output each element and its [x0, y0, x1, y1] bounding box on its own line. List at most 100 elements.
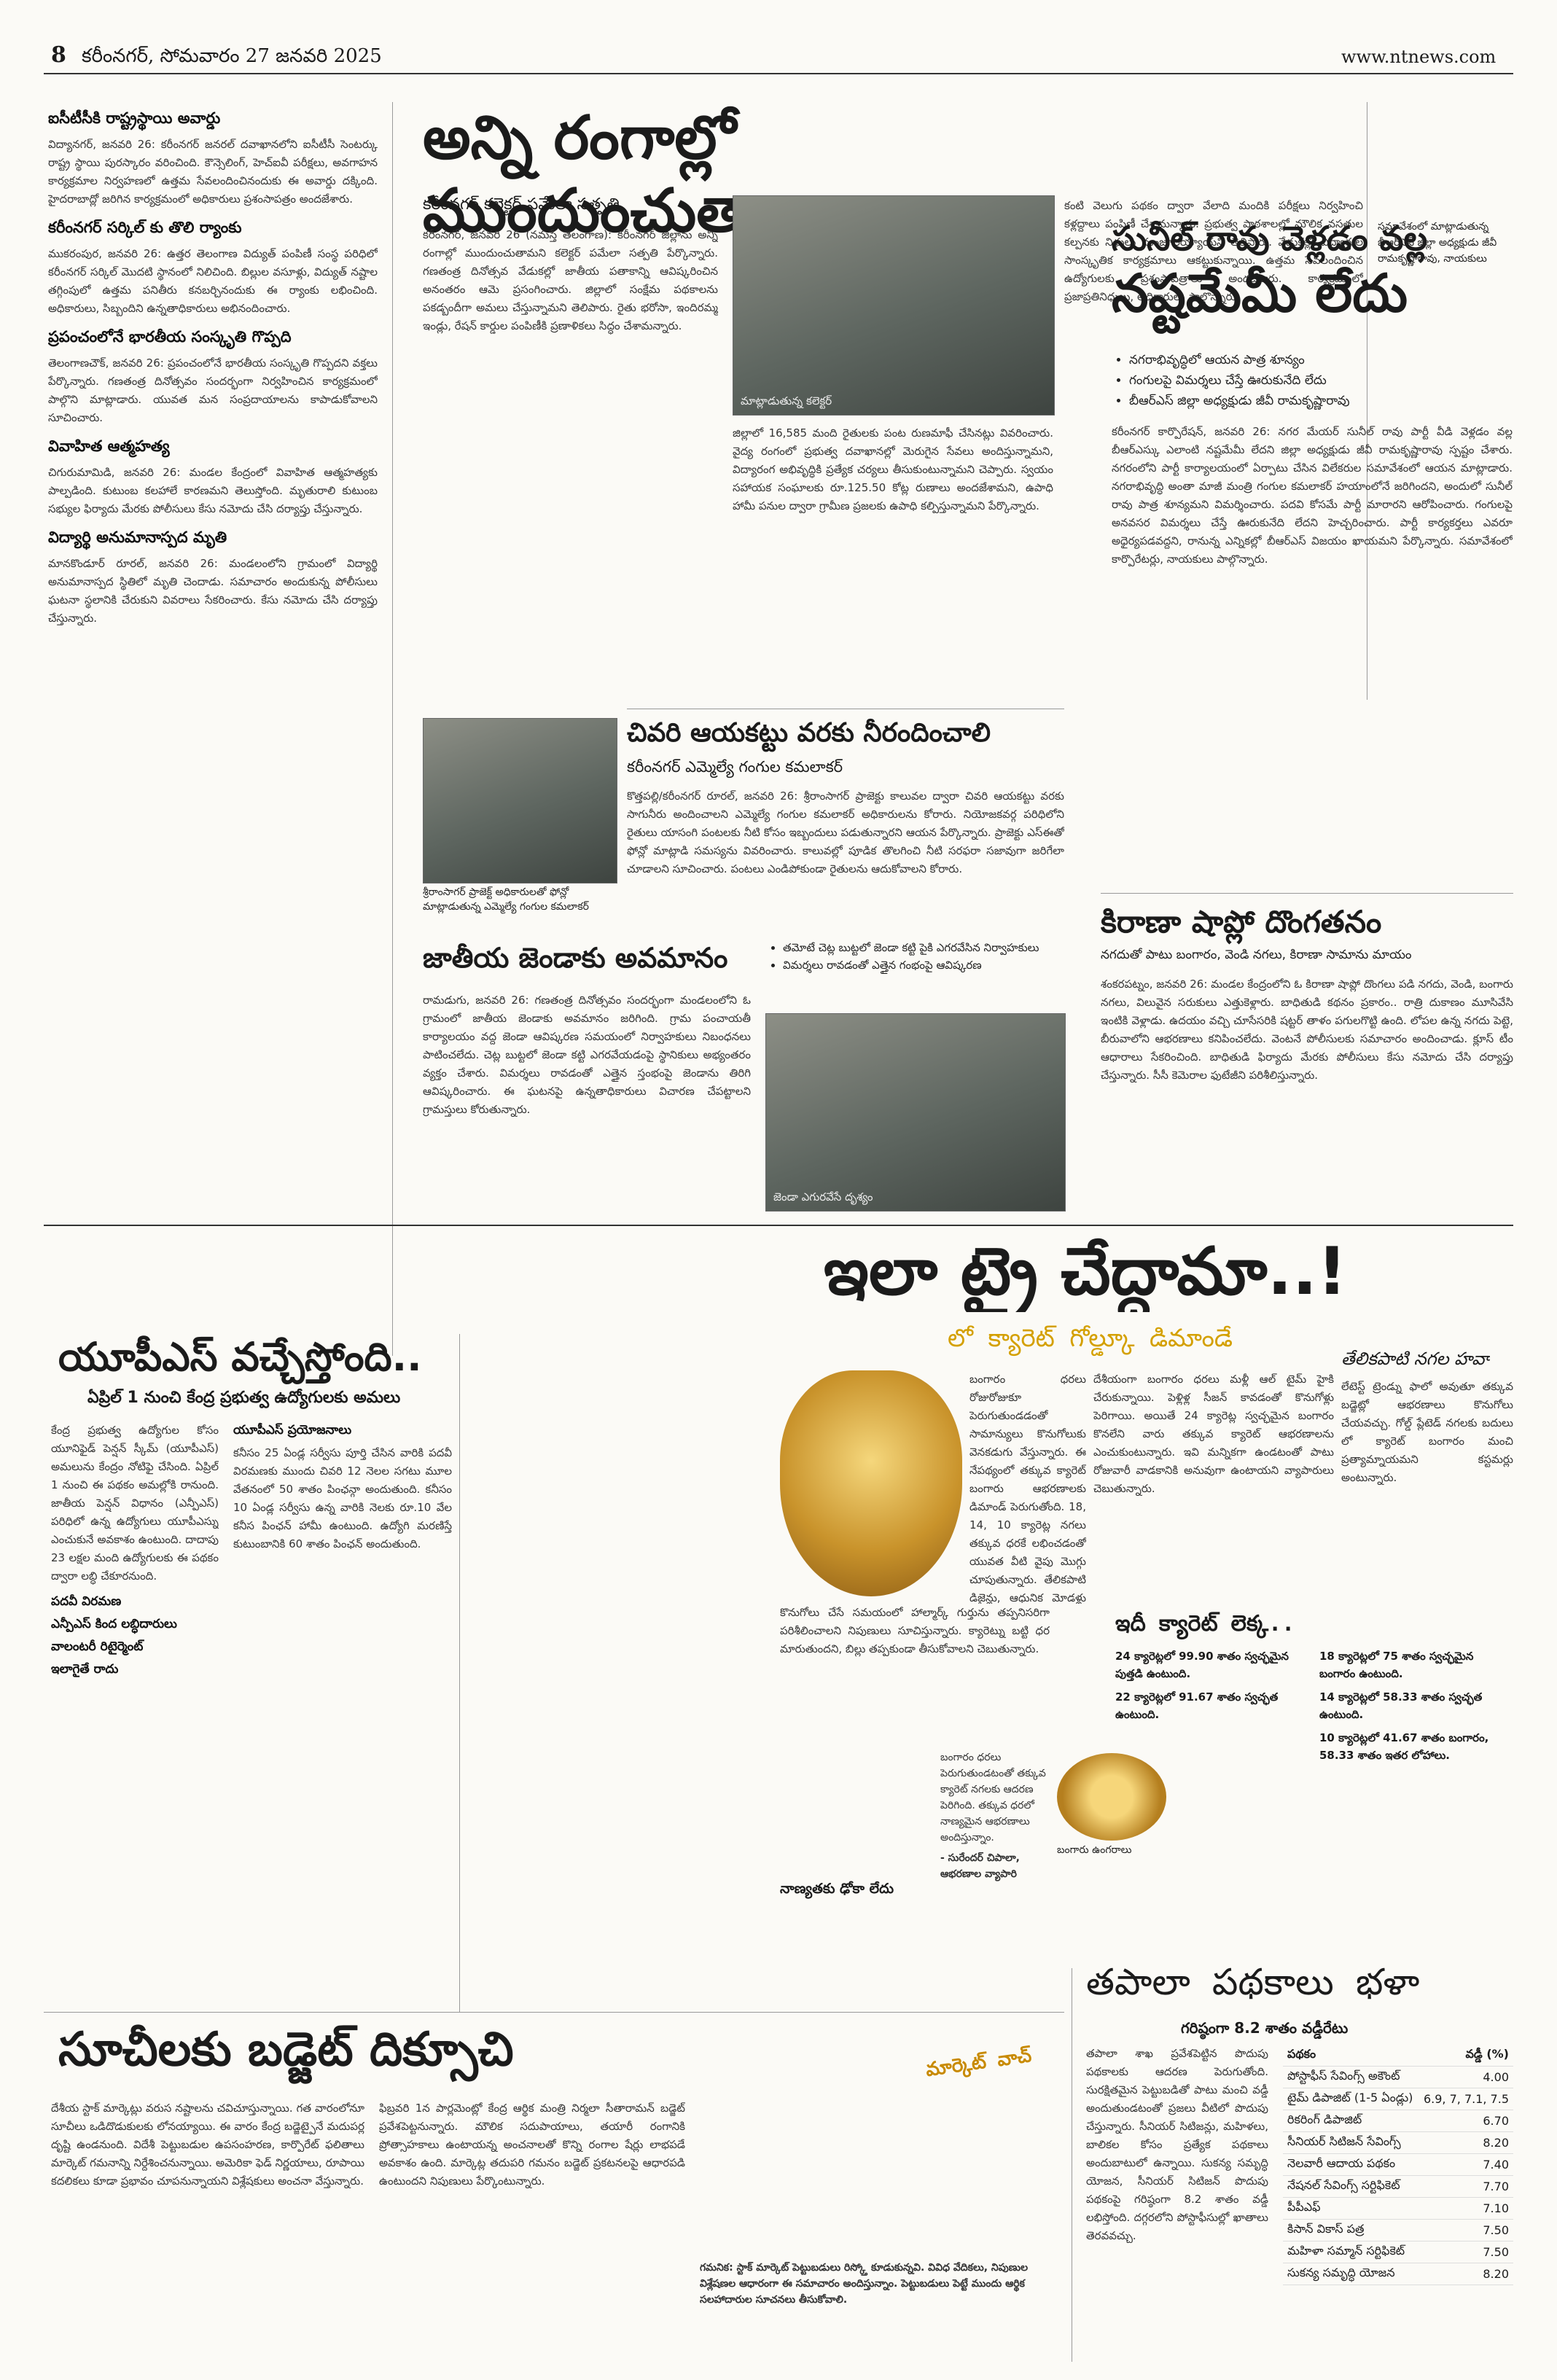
karat-box: ఇదీ క్యారెట్ లెక్క.. 24 క్యారెట్లలో 99.9… [1115, 1611, 1513, 1830]
lead-headline: అన్ని రంగాల్లో ముందుంచుతాం [423, 104, 792, 246]
sunil-headline-top: సునీల్ రావు వెళ్లడం వల్ల [1112, 219, 1428, 258]
postal-body: తపాలా శాఖ ప్రవేశపెట్టిన పొదుపు పథకాలకు ఆ… [1086, 2047, 1268, 2242]
masthead-rule [44, 73, 1513, 74]
ups-body-col2: యూపీఎస్ ప్రయోజనాలు కనీసం 25 ఏండ్ల సర్వీస… [233, 1421, 452, 2005]
grocery-body: శంకరపట్నం, జనవరి 26: మండల కేంద్రంలోని ఓ … [1101, 978, 1513, 1082]
ups-benefits-body: కనీసం 25 ఏండ్ల సర్వీసు పూర్తి చేసిన వారి… [233, 1446, 452, 1550]
website-url[interactable]: www.ntnews.com [1341, 47, 1496, 67]
ups-headline: యూపీఎస్ వచ్చేస్తోంది.. [58, 1334, 422, 1380]
brief-body: ముకరంపుర, జనవరి 26: ఉత్తర తెలంగాణ విద్యు… [48, 247, 378, 315]
quote-attribution: - సురేందర్ చిపాలా, ఆభరణాల వ్యాపారి [940, 1852, 1020, 1880]
karat-item: 24 క్యారెట్లలో 99.90 శాతం స్వచ్ఛమైన పుత్… [1115, 1650, 1289, 1680]
brief-title: ప్రపంచంలోనే భారతీయ సంస్కృతి గొప్పది [48, 328, 292, 346]
gold-subhead: లో క్యారెట్ గోల్డ్కూ డిమాండే [948, 1324, 1233, 1353]
ups-intro: కేంద్ర ప్రభుత్వ ఉద్యోగుల కోసం యూనిఫైడ్ ప… [51, 1424, 219, 1583]
scheme-name-cell: టైమ్ డిపాజిట్ (1-5 ఏండ్లు) [1283, 2088, 1419, 2110]
section-rule [44, 1225, 1513, 1226]
interest-rate-cell: 8.20 [1418, 2263, 1513, 2285]
news-brief: కరీంనగర్ సర్కిల్ కు తొలి ర్యాంకు ముకరంపు… [48, 219, 378, 318]
rings-image [1057, 1753, 1166, 1841]
news-brief: ప్రపంచంలోనే భారతీయ సంస్కృతి గొప్పది తెలం… [48, 328, 378, 427]
gold-body-2: దేశీయంగా బంగారం ధరలు మళ్లీ ఆల్ టైమ్ హైకి… [1093, 1373, 1334, 1495]
column-header: వడ్డీ (%) [1418, 2045, 1513, 2067]
bullet-item: గంగులపై విమర్శలు చేస్తే ఊరుకునేది లేదు [1129, 370, 1513, 391]
scheme-name-cell: సీనియర్ సిటిజన్ సేవింగ్స్ [1283, 2131, 1419, 2154]
brief-title: విద్యార్థి అనుమానాస్పద మృతి [48, 528, 227, 546]
gold-intro-body: బంగారం ధరలు రోజురోజుకూ పెరుగుతుండడంతో సా… [969, 1373, 1086, 1604]
ups-subhead-benefits: యూపీఎస్ ప్రయోజనాలు [233, 1423, 352, 1437]
sunil-headline-main: నష్టమేమీ లేదు [1112, 262, 1408, 324]
grocery-headline: కిరాణా షాప్లో దొంగతనం [1101, 904, 1382, 940]
mla-photo-caption: శ్రీరాంసాగర్ ప్రాజెక్ట్ అధికారులతో ఫోన్ల… [423, 886, 589, 913]
interest-rate-cell: 7.10 [1418, 2197, 1513, 2220]
ups-subhead-exception: ఇలాగైతే రాదు [51, 1662, 119, 1677]
postal-headline: తపాలా పథకాలు భళా [1086, 1961, 1420, 2003]
table-row: నేషనల్ సేవింగ్స్ సర్టిఫికెట్7.70 [1283, 2175, 1513, 2198]
ups-subhead: ఏప్రిల్ 1 నుంచి కేంద్ర ప్రభుత్వ ఉద్యోగుల… [87, 1389, 401, 1407]
karat-right-list: 18 క్యారెట్లలో 75 శాతం స్వచ్ఛమైన బంగారం … [1319, 1647, 1509, 1764]
quote-text: బంగారం ధరలు పెరుగుతుండటంతో తక్కువ క్యారె… [940, 1752, 1046, 1843]
brief-body: విద్యానగర్, జనవరి 26: కరీంనగర్ జనరల్ దవా… [48, 138, 378, 206]
jewelry-image [780, 1370, 962, 1596]
table-row: రికరింగ్ డిపాజిట్6.70 [1283, 2110, 1513, 2132]
flag-body: రామడుగు, జనవరి 26: గణతంత్ర దినోత్సవం సంద… [423, 994, 751, 1116]
gold-body-3: కొనుగోలు చేసే సమయంలో హాల్మార్క్ గుర్తును… [780, 1606, 1050, 1655]
table-row: నెలవారీ ఆదాయ పథకం7.40 [1283, 2153, 1513, 2176]
news-brief: ఐసీటీసీకి రాష్ట్రస్థాయి అవార్డు విద్యానగ… [48, 109, 378, 208]
ups-subhead-retirement: పదవీ విరమణ [51, 1594, 122, 1609]
table-row: పీపీఎఫ్7.10 [1283, 2197, 1513, 2220]
ups-subhead-voluntary: వాలంటరీ రిటైర్మెంట్ [51, 1639, 144, 1654]
gold-quote: బంగారం ధరలు పెరుగుతుండటంతో తక్కువ క్యారె… [940, 1749, 1050, 1932]
column-divider [459, 1334, 460, 2012]
mla-photo [423, 718, 617, 883]
ups-subhead-nps: ఎన్పీఎస్ కింద లబ్ధిదారులు [51, 1617, 177, 1631]
news-brief: వివాహిత ఆత్మహత్య చిగురుమామిడి, జనవరి 26:… [48, 437, 378, 518]
interest-rate-cell: 4.00 [1418, 2066, 1513, 2088]
karat-left-list: 24 క్యారెట్లలో 99.90 శాతం స్వచ్ఛమైన పుత్… [1115, 1647, 1305, 1723]
flag-headline: జాతీయ జెండాకు అవమానం [423, 942, 728, 974]
gold-headline: ఇలా ట్రై చేద్దామా..! [824, 1233, 1347, 1310]
brief-title: ఐసీటీసీకి రాష్ట్రస్థాయి అవార్డు [48, 109, 221, 127]
market-disclaimer: గమనిక: స్టాక్ మార్కెట్ పెట్టుబడులు రిస్క… [700, 2262, 1029, 2306]
rings-caption: బంగారు ఉంగరాలు [1057, 1844, 1132, 1856]
gold-side-label: తేలికపాటి నగల హవా [1341, 1349, 1491, 1369]
market-body-col2: ఫిబ్రవరి 1న పార్లమెంట్లో కేంద్ర ఆర్థిక మ… [379, 2102, 685, 2188]
left-news-column: ఐసీటీసీకి రాష్ట్రస్థాయి అవార్డు విద్యానగ… [48, 109, 378, 1378]
bullet-item: నగరాభివృద్ధిలో ఆయన పాత్ర శూన్యం [1129, 350, 1513, 370]
scheme-name-cell: పోస్టాఫీస్ సేవింగ్స్ అకౌంట్ [1283, 2066, 1419, 2088]
postal-rate-table: పథకం వడ్డీ (%) పోస్టాఫీస్ సేవింగ్స్ అకౌం… [1283, 2045, 1513, 2285]
karat-item: 14 క్యారెట్లలో 58.33 శాతం స్వచ్ఛత ఉంటుంద… [1319, 1690, 1483, 1721]
brief-body: తెలంగాణచౌక్, జనవరి 26: ప్రపంచంలోనే భారతీ… [48, 356, 378, 424]
section-rule [1101, 893, 1513, 894]
interest-rate-cell: 7.40 [1418, 2153, 1513, 2176]
brief-body: చిగురుమామిడి, జనవరి 26: మండల కేంద్రంలో వ… [48, 466, 378, 515]
irrigation-headline: చివరి ఆయకట్టు వరకు నీరందించాలి [627, 718, 991, 748]
brief-body: మానకొండూర్ రూరల్, జనవరి 26: మండలంలోని గ్… [48, 557, 378, 625]
column-divider [392, 102, 393, 1356]
interest-rate-cell: 8.20 [1418, 2131, 1513, 2154]
irrigation-byline: కరీంనగర్ ఎమ్మెల్యే గంగుల కమలాకర్ [627, 758, 843, 776]
photo-caption: జెండా ఎగురవేసే దృశ్యం [773, 1190, 873, 1203]
market-headline: సూచీలకు బడ్జెట్ దిక్సూచి [58, 2023, 514, 2077]
scheme-name-cell: నేషనల్ సేవింగ్స్ సర్టిఫికెట్ [1283, 2175, 1419, 2198]
scheme-name-cell: నెలవారీ ఆదాయ పథకం [1283, 2153, 1419, 2176]
news-brief: విద్యార్థి అనుమానాస్పద మృతి మానకొండూర్ ర… [48, 528, 378, 628]
bullet-item: బీఆర్ఎస్ జిల్లా అధ్యక్షుడు జీవీ రామకృష్ణ… [1129, 391, 1513, 411]
interest-rate-cell: 7.50 [1418, 2241, 1513, 2263]
irrigation-body: కొత్తపల్లి/కరీంనగర్ రూరల్, జనవరి 26: శ్ర… [627, 789, 1064, 875]
flag-bullets: తమోటే చెట్ల బుట్టలో జెండా కట్టి పైకి ఎగర… [765, 939, 1064, 974]
table-header-row: పథకం వడ్డీ (%) [1283, 2045, 1513, 2067]
sunil-side-note: సమావేశంలో మాట్లాడుతున్న బీఆర్ఎస్ జిల్లా … [1378, 221, 1497, 265]
ups-body-col1: కేంద్ర ప్రభుత్వ ఉద్యోగుల కోసం యూనిఫైడ్ ప… [51, 1421, 219, 2005]
grocery-subhead: నగదుతో పాటు బంగారం, వెండి నగలు, కిరాణా స… [1101, 948, 1412, 962]
brief-title: వివాహిత ఆత్మహత్య [48, 437, 170, 455]
karat-box-title: ఇదీ క్యారెట్ లెక్క.. [1115, 1611, 1295, 1636]
lead-body-col3: కంటి వెలుగు పథకం ద్వారా వేలాది మందికి పర… [1064, 199, 1363, 303]
brief-title: కరీంనగర్ సర్కిల్ కు తొలి ర్యాంకు [48, 219, 242, 236]
lead-body-col1: కరీంనగర్, జనవరి 26 (నమస్తే తెలంగాణ): కరీ… [423, 228, 718, 332]
interest-rate-cell: 7.70 [1418, 2175, 1513, 2198]
page-number: 8 [51, 42, 66, 68]
scheme-name-cell: పీపీఎఫ్ [1283, 2197, 1419, 2220]
market-tag: మార్కెట్ వాచ్ [924, 2045, 1033, 2082]
